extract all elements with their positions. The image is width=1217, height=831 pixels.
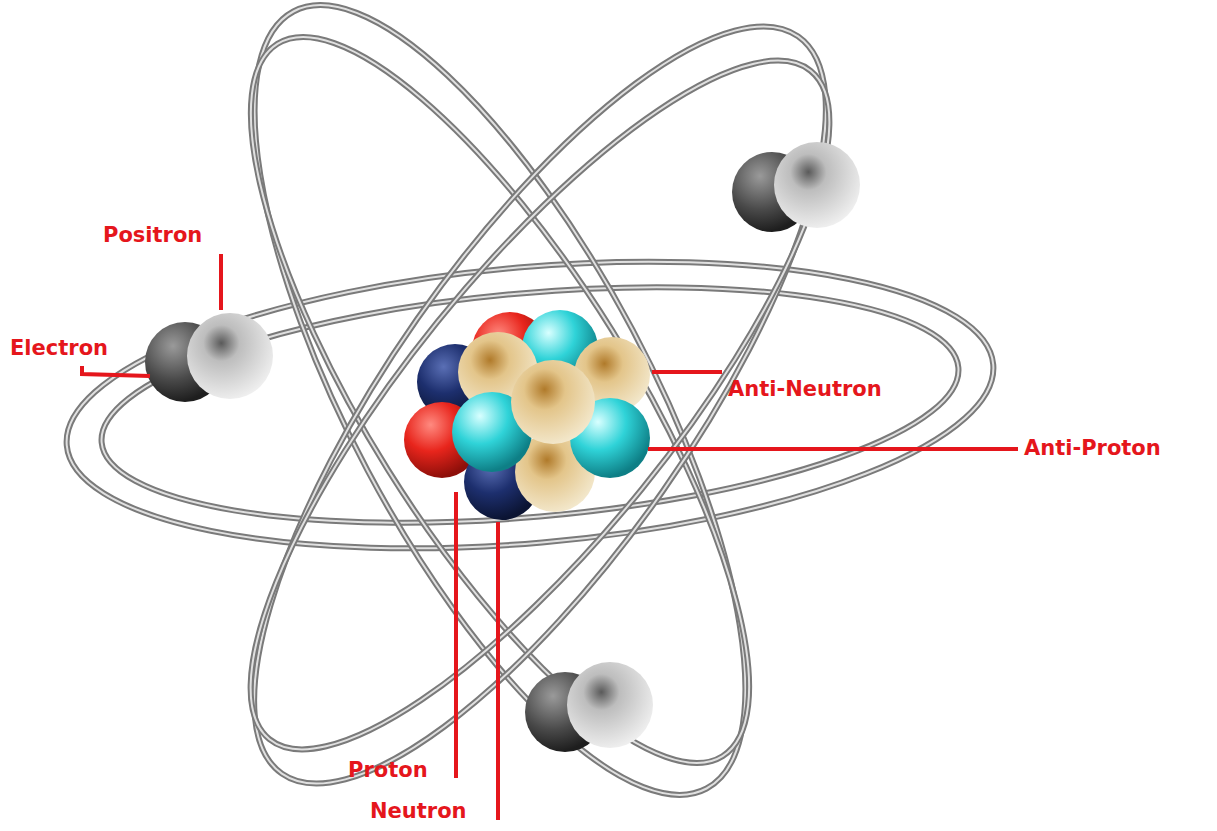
orbit-ring bbox=[159, 0, 921, 831]
positron-sphere bbox=[567, 662, 653, 748]
leader-line bbox=[496, 522, 500, 820]
orbits bbox=[55, 0, 1006, 831]
orbit-ring bbox=[55, 227, 1006, 583]
part-label: Electron bbox=[10, 337, 108, 360]
leader-lines bbox=[82, 254, 1018, 820]
part-label: Anti-Neutron bbox=[728, 378, 882, 401]
orbit-ring bbox=[167, 0, 913, 822]
part-label: Neutron bbox=[370, 800, 467, 823]
leader-line bbox=[648, 447, 1018, 451]
leader-line bbox=[652, 370, 722, 374]
orbit-ring bbox=[92, 256, 968, 554]
orbit-ring bbox=[165, 0, 834, 826]
part-label: Positron bbox=[103, 224, 202, 247]
positron-sphere bbox=[187, 313, 273, 399]
nucleus bbox=[404, 310, 650, 520]
part-label: Anti-Proton bbox=[1024, 437, 1161, 460]
leader-line bbox=[82, 366, 150, 376]
orbit-ring bbox=[92, 256, 968, 554]
leader-line bbox=[219, 254, 223, 310]
orbit-ring bbox=[159, 0, 921, 831]
positron-sphere bbox=[774, 142, 860, 228]
antineutron-sphere bbox=[511, 360, 595, 444]
orbit-ring bbox=[167, 0, 913, 822]
leader-line bbox=[454, 492, 458, 778]
part-label: Proton bbox=[348, 759, 428, 782]
orbit-ring bbox=[165, 0, 834, 826]
orbit-ring bbox=[161, 0, 839, 831]
orbit-ring bbox=[55, 227, 1006, 583]
orbit-ring bbox=[161, 0, 839, 831]
